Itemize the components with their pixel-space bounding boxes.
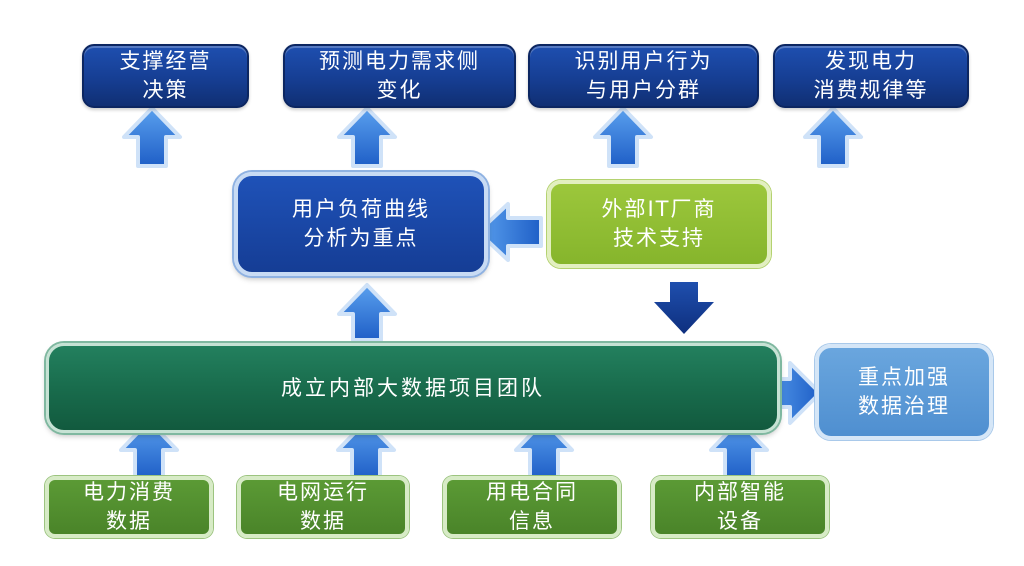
source-box-2: 电网运行 数据 [237, 476, 409, 538]
outcome-line-1: 预测电力需求侧 [319, 49, 480, 73]
source-line-1: 电力消费 [83, 480, 175, 504]
source-line-2: 设备 [717, 509, 763, 533]
focus-line-2: 分析为重点 [303, 226, 419, 250]
arrow-up-team-to-focus [337, 283, 397, 342]
vendor-line-2: 技术支持 [613, 226, 705, 250]
outcome-box-3: 识别用户行为 与用户分群 [528, 44, 759, 108]
source-line-1: 电网运行 [277, 480, 369, 504]
outcome-box-2: 预测电力需求侧 变化 [283, 44, 516, 108]
focus-line-1: 用户负荷曲线 [292, 197, 430, 221]
outcome-box-4: 发现电力 消费规律等 [773, 44, 969, 108]
source-box-4: 内部智能 设备 [651, 476, 829, 538]
team-bar: 成立内部大数据项目团队 [46, 343, 780, 433]
focus-box: 用户负荷曲线 分析为重点 [234, 172, 488, 276]
source-line-1: 用电合同 [486, 480, 578, 504]
outcome-box-1: 支撑经营 决策 [82, 44, 249, 108]
source-line-2: 数据 [106, 509, 152, 533]
outcome-line-2: 变化 [376, 78, 423, 102]
governance-line-2: 数据治理 [858, 394, 950, 418]
governance-box: 重点加强 数据治理 [815, 344, 993, 440]
arrow-left-vendor-to-focus [476, 202, 543, 262]
source-line-2: 信息 [509, 509, 555, 533]
arrow-up-outcome-3 [593, 106, 653, 168]
arrow-up-outcome-2 [337, 106, 397, 168]
source-box-1: 电力消费 数据 [45, 476, 213, 538]
vendor-box: 外部IT厂商 技术支持 [547, 180, 771, 268]
source-line-1: 内部智能 [694, 480, 786, 504]
arrow-down-vendor-to-team [654, 282, 714, 334]
governance-line-1: 重点加强 [858, 365, 950, 389]
outcome-line-2: 决策 [142, 78, 189, 102]
source-line-2: 数据 [300, 509, 346, 533]
outcome-line-1: 支撑经营 [119, 49, 212, 73]
vendor-line-1: 外部IT厂商 [601, 197, 717, 221]
arrow-up-outcome-1 [122, 106, 182, 168]
team-label: 成立内部大数据项目团队 [281, 375, 545, 400]
source-box-3: 用电合同 信息 [443, 476, 621, 538]
outcome-line-2: 与用户分群 [586, 78, 701, 102]
outcome-line-1: 发现电力 [825, 49, 917, 73]
arrow-up-outcome-4 [803, 106, 863, 168]
outcome-line-2: 消费规律等 [813, 78, 929, 102]
outcome-line-1: 识别用户行为 [574, 49, 713, 73]
